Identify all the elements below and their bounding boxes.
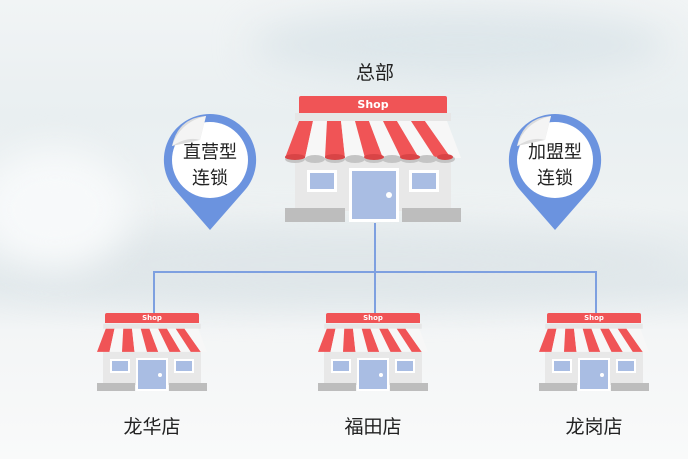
connector-vertical-hq	[374, 223, 376, 313]
shop-window	[110, 359, 130, 373]
door-knob	[600, 373, 604, 377]
shop-door	[578, 358, 610, 391]
pin-text-line2: 连锁	[537, 168, 573, 189]
shop-base	[97, 383, 135, 391]
shop-window	[395, 359, 415, 373]
branch-shop-icon: Shop	[539, 313, 649, 391]
shop-sign: Shop	[326, 313, 420, 323]
shop-base	[318, 383, 356, 391]
headquarters-title: 总部	[355, 62, 394, 84]
shop-base	[402, 208, 461, 222]
branch-shop-icon: Shop	[318, 313, 428, 391]
shop-base	[390, 383, 428, 391]
shop-door	[357, 358, 389, 391]
franchise-chain-pin: 加盟型 连锁	[505, 110, 605, 232]
map-pin-icon	[163, 113, 257, 230]
headquarters-shop-icon: Shop	[285, 96, 461, 223]
branch-label-longgang: 龙岗店	[565, 416, 623, 438]
shop-window	[552, 359, 572, 373]
branch-label-longhua: 龙华店	[123, 416, 181, 438]
branch-shop-icon: Shop	[97, 313, 207, 391]
awning-icon	[318, 323, 428, 352]
door-knob	[158, 373, 162, 377]
map-pin-icon	[508, 113, 602, 230]
shop-base	[285, 208, 345, 222]
door-knob	[379, 373, 383, 377]
shop-sign: Shop	[299, 96, 447, 113]
shop-sign: Shop	[547, 313, 641, 323]
awning-icon	[285, 113, 461, 163]
shop-window	[616, 359, 636, 373]
shop-base	[169, 383, 207, 391]
shop-door	[136, 358, 168, 391]
pin-text-line1: 直营型	[183, 142, 237, 163]
shop-window	[409, 170, 439, 192]
shop-window	[307, 170, 337, 192]
branch-label-futian: 福田店	[344, 416, 402, 438]
shop-base	[611, 383, 649, 391]
shop-base	[539, 383, 577, 391]
connector-vertical-left	[153, 271, 155, 313]
background-cloud	[250, 10, 670, 80]
awning-icon	[97, 323, 207, 352]
awning-icon	[539, 323, 649, 352]
shop-window	[174, 359, 194, 373]
shop-sign: Shop	[105, 313, 199, 323]
direct-chain-pin: 直营型 连锁	[160, 110, 260, 232]
connector-vertical-right	[595, 271, 597, 313]
pin-text-line2: 连锁	[192, 168, 228, 189]
background-cloud	[0, 150, 130, 270]
pin-text-line1: 加盟型	[528, 142, 582, 163]
connector-horizontal	[153, 271, 597, 273]
shop-window	[331, 359, 351, 373]
door-knob	[386, 192, 392, 198]
